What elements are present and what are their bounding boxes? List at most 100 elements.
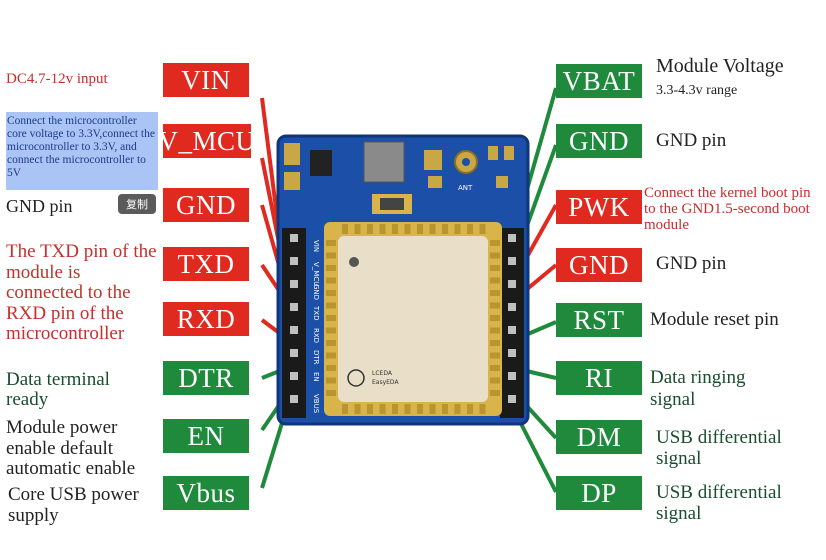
- capacitor: [496, 176, 508, 188]
- silk-label: VIN: [312, 240, 320, 252]
- capacitor: [284, 143, 300, 165]
- silk-label: V_MCU: [312, 262, 320, 286]
- module-pad: [326, 290, 336, 296]
- header-pin: [290, 257, 298, 265]
- module-pad: [454, 224, 461, 234]
- capacitor: [380, 198, 404, 210]
- pin-label-dp: DP: [556, 476, 642, 510]
- desc-pwk: Connect the kernel boot pin to the GND1.…: [644, 185, 811, 233]
- header-pin: [508, 280, 516, 288]
- silk-label: GND: [312, 284, 320, 300]
- module-pad: [392, 224, 398, 234]
- desc-v-mcu[interactable]: Connect the microcontroller core voltage…: [7, 115, 155, 179]
- module-pad: [392, 404, 398, 414]
- module-pad: [442, 224, 448, 234]
- desc-vbat-range: 3.3-4.3v range: [656, 83, 738, 98]
- module-pad: [404, 224, 411, 234]
- pin-label-en: EN: [163, 419, 249, 453]
- text-selection-highlight: [6, 112, 158, 190]
- module-pad: [467, 404, 473, 414]
- module-pad: [429, 404, 436, 414]
- pin-label-gnd-2: GND: [556, 248, 642, 282]
- module-pad: [342, 224, 348, 234]
- desc-vbus: Core USB power supply: [8, 484, 139, 527]
- module-pad: [354, 224, 361, 234]
- module-pad: [326, 265, 336, 271]
- header-pin: [508, 257, 516, 265]
- silk-label: EN: [312, 372, 320, 382]
- module-pad: [326, 377, 336, 384]
- header-pin: [290, 395, 298, 403]
- pin-label-vbus: Vbus: [163, 476, 249, 510]
- header-pin: [508, 326, 516, 334]
- capacitor: [488, 146, 498, 160]
- pin-label-txd: TXD: [163, 247, 249, 281]
- pin-label-vbat: VBAT: [556, 64, 642, 98]
- header-pin: [290, 349, 298, 357]
- cloud-icon: [347, 369, 365, 387]
- header-pin: [508, 303, 516, 311]
- pin-label-vin: VIN: [163, 63, 249, 97]
- module-pad: [479, 224, 486, 234]
- silk-label: VBUS: [312, 394, 320, 414]
- left-header: [282, 228, 306, 418]
- module-pad: [490, 365, 500, 371]
- module-pad: [479, 404, 486, 414]
- silk-label: TXD: [312, 305, 320, 320]
- module-pad: [326, 327, 336, 334]
- header-pin: [290, 326, 298, 334]
- desc-dtr: Data terminal ready: [6, 369, 110, 410]
- pin-label-pwk: PWK: [556, 190, 642, 224]
- desc-ri: Data ringing signal: [650, 367, 746, 410]
- module-pad: [490, 377, 500, 384]
- copy-button[interactable]: 复制: [118, 194, 156, 214]
- module-pad: [490, 252, 500, 259]
- pin-label-v-mcu: V_MCU: [159, 124, 255, 158]
- capacitor: [504, 146, 514, 160]
- header-pin: [290, 234, 298, 242]
- capacitor: [284, 172, 300, 190]
- module-pad: [429, 224, 436, 234]
- desc-dp: USB differential signal: [656, 482, 782, 524]
- ic-chip: [310, 150, 332, 176]
- module-pad: [490, 265, 500, 271]
- module-pad: [367, 404, 373, 414]
- module-pad: [417, 404, 423, 414]
- right-header: [500, 228, 524, 418]
- module-pad: [490, 352, 500, 359]
- desc-vin: DC4.7-12v input: [6, 71, 108, 87]
- module-pad: [326, 240, 336, 246]
- module-pad: [367, 224, 373, 234]
- header-pin: [290, 303, 298, 311]
- module-pad: [454, 404, 461, 414]
- module-logo: LCEDA EasyEDA: [347, 369, 399, 387]
- module-pad: [404, 404, 411, 414]
- capacitor: [428, 176, 442, 188]
- module-pad: [490, 315, 500, 321]
- pin-label-rst: RST: [556, 303, 642, 337]
- pin-label-dtr: DTR: [163, 361, 249, 395]
- header-pins: [290, 234, 516, 403]
- module-pad: [490, 277, 500, 284]
- desc-gnd-left: GND pin: [6, 196, 73, 216]
- header-pin: [508, 395, 516, 403]
- pin-label-gnd: GND: [163, 188, 249, 222]
- header-pin: [290, 280, 298, 288]
- inductor: [363, 141, 405, 183]
- module-pad: [326, 390, 336, 396]
- silk-label: RXD: [312, 328, 320, 343]
- desc-dm: USB differential signal: [656, 427, 782, 469]
- silk-label: DTR: [312, 350, 320, 365]
- module-pin1-dot: [349, 257, 359, 267]
- desc-gnd-right-1: GND pin: [656, 130, 727, 151]
- module-pad: [342, 404, 348, 414]
- header-pin: [508, 372, 516, 380]
- module-pad: [326, 365, 336, 371]
- module-pad: [326, 252, 336, 259]
- pcb-edge: [276, 134, 530, 426]
- module-pad: [326, 340, 336, 346]
- module-pad: [490, 240, 500, 246]
- module-pad: [490, 340, 500, 346]
